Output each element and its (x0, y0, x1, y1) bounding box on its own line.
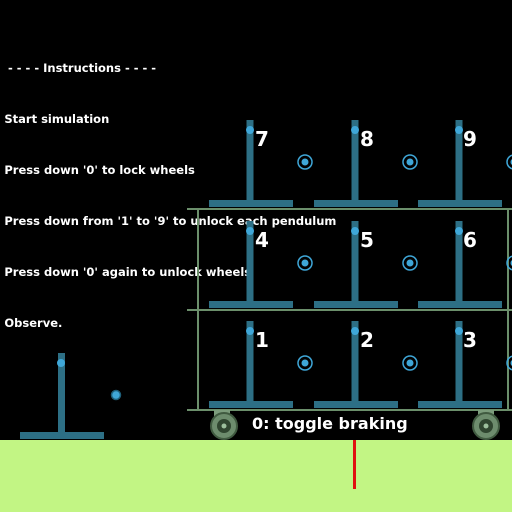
pendulum-rod (246, 321, 254, 402)
pendulum-1 (209, 321, 313, 408)
pendulum-rod (351, 321, 359, 402)
pendulum-pivot (246, 327, 254, 335)
pendulum-pivot (455, 327, 463, 335)
pendulum-rod (351, 221, 359, 302)
pendulum-bob-ring (297, 255, 313, 271)
pendulum-3-label: 3 (463, 328, 477, 352)
pendulum-pivot (351, 126, 359, 134)
pendulum-pivot (246, 227, 254, 235)
instructions-heading: - - - - Instructions - - - - (8, 61, 157, 75)
pendulum-5 (314, 221, 418, 308)
position-marker (353, 440, 356, 489)
pendulum-pivot (455, 126, 463, 134)
instruction-step-5: . Observe. (0, 316, 63, 330)
pendulum-bob-ring (506, 255, 512, 271)
pendulum-bob (301, 158, 309, 166)
pendulum-base (209, 301, 293, 308)
instruction-step-2: . Press down '0' to lock wheels (0, 163, 195, 177)
cart-wheel-left (210, 410, 238, 440)
ground (0, 440, 512, 512)
pendulum-bob-ring (402, 255, 418, 271)
pendulum-5-label: 5 (360, 228, 374, 252)
pendulum-bob-ring (297, 355, 313, 371)
pendulum-base (209, 401, 293, 408)
pendulum-pivot (455, 227, 463, 235)
cart-frame (187, 208, 512, 411)
pendulum-base (314, 301, 398, 308)
pendulum-8 (314, 120, 418, 207)
pendulum-6 (418, 221, 512, 308)
pendulum-2 (314, 321, 418, 408)
pendulum-pivot (351, 227, 359, 235)
instruction-step-3: . Press down from '1' to '9' to unlock e… (0, 214, 337, 228)
brake-toggle-label: 0: toggle braking (252, 414, 408, 433)
pendulum-bob (406, 259, 414, 267)
pendulum-base (418, 401, 502, 408)
pendulum-8-label: 8 (360, 127, 374, 151)
pendulum-bob-ring (402, 154, 418, 170)
pendulum-base (314, 401, 398, 408)
instruction-step-1: . Start simulation (0, 112, 110, 126)
pendulum-rod (351, 120, 359, 201)
cart-wheel-right (472, 410, 500, 440)
pendulum-base (209, 200, 293, 207)
pendulum-9-label: 9 (463, 127, 477, 151)
pendulum-base (418, 200, 502, 207)
pendulum-1-label: 1 (255, 328, 269, 352)
pendulum-bob (406, 158, 414, 166)
pendulum-pivot (246, 126, 254, 134)
pendulum-4-label: 4 (255, 228, 269, 252)
pendulum-bob (406, 359, 414, 367)
pendulum-7-label: 7 (255, 127, 269, 151)
pendulum-bob-ring (402, 355, 418, 371)
pendulum-array (209, 120, 512, 408)
pendulum-bob (301, 359, 309, 367)
pendulum-6-label: 6 (463, 228, 477, 252)
pendulum-4 (209, 221, 313, 308)
pendulum-bob-ring (506, 154, 512, 170)
pendulum-bob (301, 259, 309, 267)
pendulum-7 (209, 120, 313, 207)
instruction-step-4: . Press down '0' again to unlock wheels (0, 265, 252, 279)
pendulum-rod (246, 221, 254, 302)
pendulum-pivot (351, 327, 359, 335)
pendulum-bob-ring (506, 355, 512, 371)
pendulum-rod (455, 221, 463, 302)
instructions-panel: - - - - Instructions - - - - . Start sim… (0, 26, 336, 366)
pendulum-bob-ring (297, 154, 313, 170)
pendulum-base (418, 301, 502, 308)
pendulum-base (314, 200, 398, 207)
pendulum-rod (455, 321, 463, 402)
free-pendulum (20, 353, 122, 439)
pendulum-rod (246, 120, 254, 201)
pendulum-2-label: 2 (360, 328, 374, 352)
pendulum-rod (455, 120, 463, 201)
